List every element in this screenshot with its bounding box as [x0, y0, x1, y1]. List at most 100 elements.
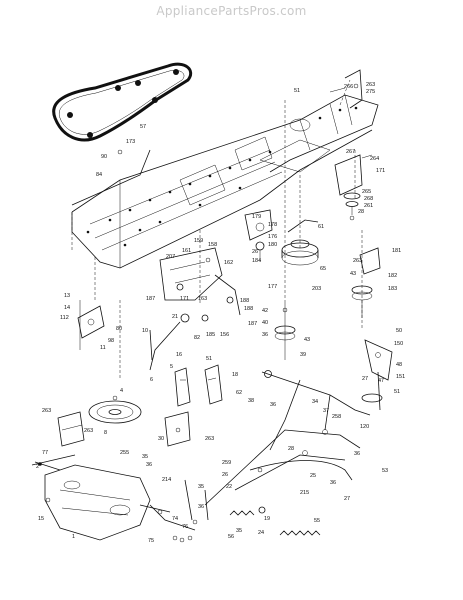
callout: 27: [362, 376, 368, 382]
callout: 184: [252, 258, 261, 264]
callout: 179: [252, 214, 261, 220]
callout: 258: [332, 414, 341, 420]
callout: 6: [150, 377, 153, 383]
callout: 275: [366, 89, 375, 95]
callout: 36: [146, 462, 152, 468]
springs: [229, 506, 321, 536]
callout: 38: [248, 398, 254, 404]
callout: 263: [84, 428, 93, 434]
left-mount-bracket: [77, 300, 105, 350]
callout: 74: [172, 516, 178, 522]
callout: 56: [228, 534, 234, 540]
callout: 36: [262, 332, 268, 338]
callout: 171: [180, 296, 189, 302]
lever-brackets: [174, 364, 223, 407]
callout: 261: [364, 203, 373, 209]
callout: 90: [101, 154, 107, 160]
callout: 61: [318, 224, 324, 230]
callout: 51: [206, 356, 212, 362]
callout: 47: [378, 378, 384, 384]
callout: 158: [208, 242, 217, 248]
shift-lever: [149, 313, 209, 371]
engine-pulley: [281, 219, 319, 266]
callout: 120: [360, 424, 369, 430]
callout: 30: [158, 436, 164, 442]
callout: 18: [232, 372, 238, 378]
brake-rod-bracket: [329, 69, 363, 109]
callout: 43: [304, 337, 310, 343]
callout: 77: [42, 450, 48, 456]
callout: 267: [346, 149, 355, 155]
callout: 21: [172, 314, 178, 320]
callout: 36: [198, 504, 204, 510]
callout: 28: [358, 209, 364, 215]
callout: 51: [294, 88, 300, 94]
callout: 35: [236, 528, 242, 534]
control-rod-upper: [71, 149, 151, 206]
drive-belt: [52, 62, 193, 142]
callout: 36: [354, 451, 360, 457]
axle-bracket: [57, 411, 85, 447]
callout: 263: [42, 408, 51, 414]
callout: 203: [312, 286, 321, 292]
callout: 13: [64, 293, 70, 299]
callout: 35: [142, 454, 148, 460]
callout: 263: [366, 82, 375, 88]
callout: 215: [300, 490, 309, 496]
callout: 36: [330, 480, 336, 486]
callout: 19: [264, 516, 270, 522]
callout: 2: [36, 464, 39, 470]
callout: 268: [364, 196, 373, 202]
callout: 161: [182, 248, 191, 254]
callout: 163: [198, 296, 207, 302]
callout: 263: [353, 258, 362, 264]
callout: 28: [288, 446, 294, 452]
center-idler-pulleys: [274, 300, 296, 360]
callout: 177: [268, 284, 277, 290]
callout: 53: [382, 468, 388, 474]
callout: 259: [222, 460, 231, 466]
callout: 181: [392, 248, 401, 254]
shift-cable: [249, 460, 353, 481]
callout: 150: [394, 341, 403, 347]
callout: 84: [96, 172, 102, 178]
callout: 75: [148, 538, 154, 544]
callout: 255: [120, 450, 129, 456]
callout: 173: [126, 139, 135, 145]
callout: 15: [38, 516, 44, 522]
callout: 162: [224, 260, 233, 266]
right-idler-bracket: [351, 247, 381, 318]
watermark: AppliancePartsPros.com: [156, 4, 307, 18]
callout: 16: [176, 352, 182, 358]
pedal-rod-assembly: [261, 370, 371, 451]
callout: 27: [344, 496, 350, 502]
transmission-rod: [204, 429, 361, 506]
callout: 185: [206, 332, 215, 338]
callout: 26: [252, 249, 258, 255]
axle-shaft: [31, 454, 76, 466]
callout: 176: [268, 234, 277, 240]
callout: 187: [146, 296, 155, 302]
callout: 265: [362, 189, 371, 195]
callout: 187: [248, 321, 257, 327]
callout: 34: [312, 399, 318, 405]
callout: 76: [182, 524, 188, 530]
callout: 82: [194, 335, 200, 341]
callout-labels: 51 263 275 266 57 173 90 84 267 264 171 …: [36, 82, 405, 544]
callout: 266: [344, 84, 353, 90]
callout: 5: [170, 364, 173, 370]
callout: 188: [240, 298, 249, 304]
transaxle-pulley: [88, 395, 142, 424]
callout: 4: [120, 388, 123, 394]
callout: 65: [320, 266, 326, 272]
callout: 43: [350, 271, 356, 277]
callout: 26: [222, 472, 228, 478]
callout: 42: [262, 308, 268, 314]
callout: 40: [262, 320, 268, 326]
callout: 214: [162, 477, 171, 483]
clutch-idler-bracket: [244, 209, 273, 262]
callout: 50: [396, 328, 402, 334]
callout: 24: [258, 530, 264, 536]
brake-lever-assembly: [361, 339, 393, 411]
